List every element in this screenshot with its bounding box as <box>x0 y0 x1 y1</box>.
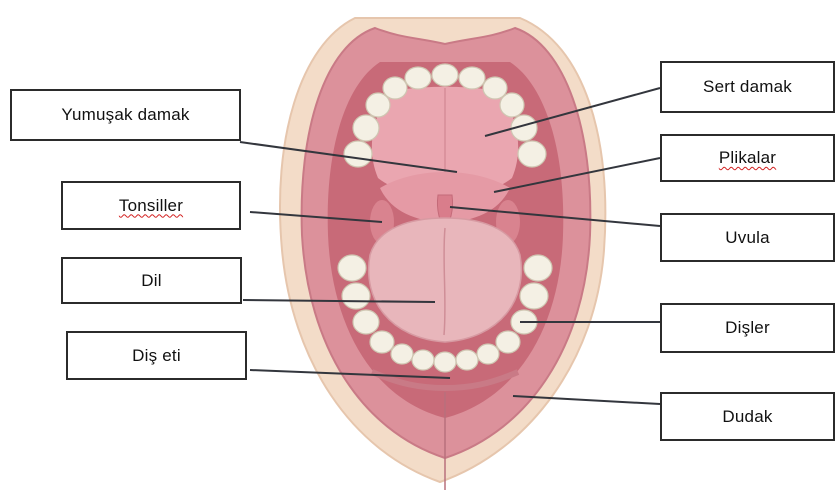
label-text: Plikalar <box>719 148 776 168</box>
label-text: Dişler <box>725 318 770 338</box>
label-plikalar: Plikalar <box>660 134 835 182</box>
label-text: Diş eti <box>132 346 181 366</box>
label-disler: Dişler <box>660 303 835 353</box>
label-uvula: Uvula <box>660 213 835 262</box>
label-tonsiller: Tonsiller <box>61 181 241 230</box>
label-text: Dudak <box>722 407 772 427</box>
label-text: Yumuşak damak <box>61 105 189 125</box>
label-dis-eti: Diş eti <box>66 331 247 380</box>
label-yumusak-damak: Yumuşak damak <box>10 89 241 141</box>
label-text: Dil <box>141 271 161 291</box>
tongue-groove <box>444 228 445 335</box>
label-text: Tonsiller <box>119 196 183 216</box>
label-text: Sert damak <box>703 77 792 97</box>
label-text: Uvula <box>725 228 769 248</box>
label-sert-damak: Sert damak <box>660 61 835 113</box>
label-dudak: Dudak <box>660 392 835 441</box>
label-dil: Dil <box>61 257 242 304</box>
